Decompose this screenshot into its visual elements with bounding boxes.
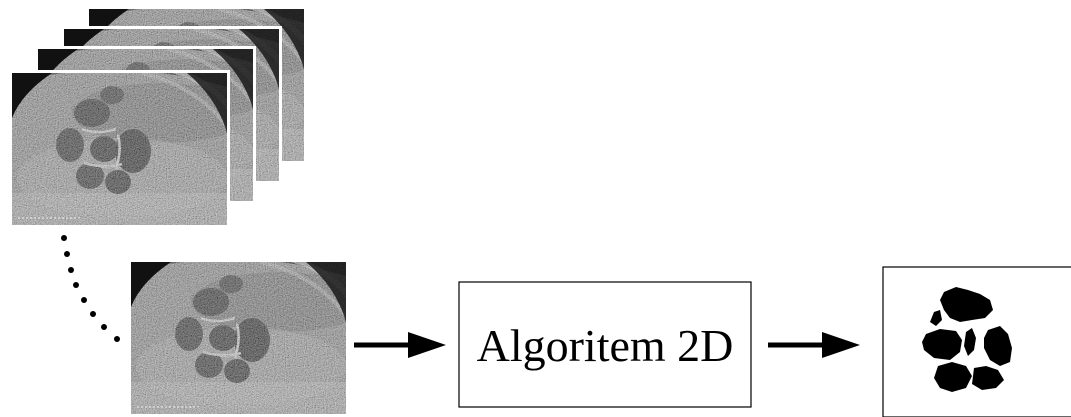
right-arrow-icon: [354, 332, 446, 358]
right-arrow-icon: [768, 332, 860, 358]
selected-ultrasound-slice: [131, 256, 371, 414]
segmentation-result: [882, 266, 1071, 417]
dotted-curve-icon: [61, 235, 120, 342]
algorithm-box: Algoritem 2D: [458, 281, 752, 408]
slice-stack: [9, 3, 329, 228]
binary-segmentation-mask-icon: [922, 287, 1012, 392]
ultrasound-slice-1: [9, 67, 252, 228]
algorithm-label: Algoritem 2D: [477, 320, 734, 371]
